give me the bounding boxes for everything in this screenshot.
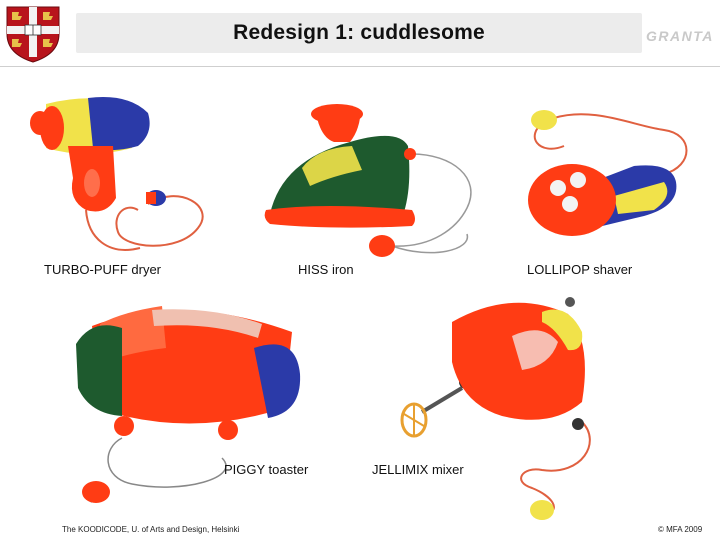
iron-image — [264, 104, 472, 257]
header-divider — [0, 66, 720, 67]
granta-logo: GRANTA — [646, 28, 714, 44]
shaver-image — [528, 110, 688, 236]
slide-header: Redesign 1: cuddlesome GRANTA — [0, 0, 720, 66]
university-crest-icon — [6, 6, 60, 63]
toaster-image — [76, 306, 301, 503]
caption-dryer: TURBO-PUFF dryer — [44, 262, 161, 277]
caption-toaster: PIGGY toaster — [224, 462, 309, 477]
footer-credit: The KOODICODE, U. of Arts and Design, He… — [62, 525, 240, 534]
title-bar: Redesign 1: cuddlesome — [76, 13, 642, 53]
caption-mixer: JELLIMIX mixer — [372, 462, 464, 477]
caption-shaver: LOLLIPOP shaver — [527, 262, 633, 277]
mixer-image — [400, 297, 591, 520]
slide-title: Redesign 1: cuddlesome — [233, 21, 485, 44]
caption-iron: HISS iron — [298, 262, 354, 277]
dryer-image — [30, 97, 204, 251]
footer-copyright: © MFA 2009 — [658, 525, 703, 534]
